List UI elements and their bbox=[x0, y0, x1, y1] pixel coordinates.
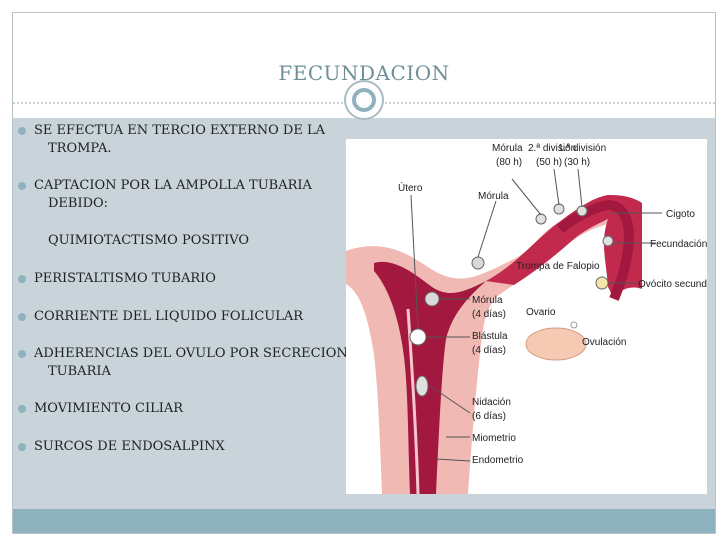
uterus-diagram: Útero Mórula Mórula (80 h) 2.ª división … bbox=[346, 139, 724, 495]
label-trompa: Trompa de Falopio bbox=[516, 261, 600, 272]
label-miometrio: Miometrio bbox=[472, 433, 516, 444]
ovary-shape bbox=[525, 327, 587, 361]
label-morula-top: Mórula bbox=[478, 191, 509, 202]
label-50h: (50 h) bbox=[536, 157, 562, 168]
bullet-icon bbox=[18, 313, 26, 321]
bullet-text: MOVIMIENTO CILIAR bbox=[34, 401, 184, 416]
bullet-continuation: TUBARIA bbox=[48, 364, 111, 379]
label-4dias-a: (4 días) bbox=[472, 309, 506, 320]
label-division2: 2.ª división bbox=[528, 143, 576, 154]
bullet-continuation: TROMPA. bbox=[48, 141, 112, 156]
label-ovario: Ovario bbox=[526, 307, 556, 318]
bullet-text: PERISTALTISMO TUBARIO bbox=[34, 271, 216, 286]
circle-emblem-icon bbox=[344, 80, 384, 120]
label-morula-80: Mórula bbox=[492, 143, 523, 154]
bullet-icon bbox=[18, 443, 26, 451]
bullet-icon bbox=[18, 182, 26, 190]
bullet-text: SE EFECTUA EN TERCIO EXTERNO DE LA bbox=[34, 123, 325, 138]
bullet-continuation: DEBIDO: bbox=[48, 196, 109, 211]
bullet-text: ADHERENCIAS DEL OVULO POR SECRECION bbox=[34, 346, 348, 361]
label-ovulacion: Ovulación bbox=[582, 337, 626, 348]
label-cigoto: Cigoto bbox=[666, 209, 695, 220]
bullet-continuation: QUIMIOTACTISMO POSITIVO bbox=[48, 233, 250, 248]
label-division1: 1.ª división bbox=[558, 143, 606, 154]
uterine-cavity bbox=[374, 261, 486, 494]
label-endometrio: Endometrio bbox=[472, 455, 524, 466]
label-80h: (80 h) bbox=[496, 157, 522, 168]
label-4dias-b: (4 días) bbox=[472, 345, 506, 356]
bullet-text: SURCOS DE ENDOSALPINX bbox=[34, 439, 225, 454]
bullet-text: CAPTACION POR LA AMPOLLA TUBARIA bbox=[34, 178, 312, 193]
label-utero: Útero bbox=[398, 181, 423, 194]
label-morula-4: Mórula bbox=[472, 295, 503, 306]
label-fecundacion: Fecundación bbox=[650, 239, 707, 250]
bullet-icon bbox=[18, 405, 26, 413]
fallopian-tube bbox=[486, 195, 642, 299]
label-blastula: Blástula bbox=[472, 331, 508, 342]
label-nidacion: Nidación bbox=[472, 397, 511, 408]
footer-band bbox=[13, 509, 715, 533]
label-6dias: (6 días) bbox=[472, 411, 506, 422]
bullet-text: CORRIENTE DEL LIQUIDO FOLICULAR bbox=[34, 309, 304, 324]
label-ovocito: Ovócito secundario bbox=[638, 279, 707, 290]
label-30h: (30 h) bbox=[564, 157, 590, 168]
bullet-icon bbox=[18, 275, 26, 283]
bullet-icon bbox=[18, 350, 26, 358]
bullet-icon bbox=[18, 127, 26, 135]
fertilization-figure: Útero Mórula Mórula (80 h) 2.ª división … bbox=[346, 139, 724, 495]
